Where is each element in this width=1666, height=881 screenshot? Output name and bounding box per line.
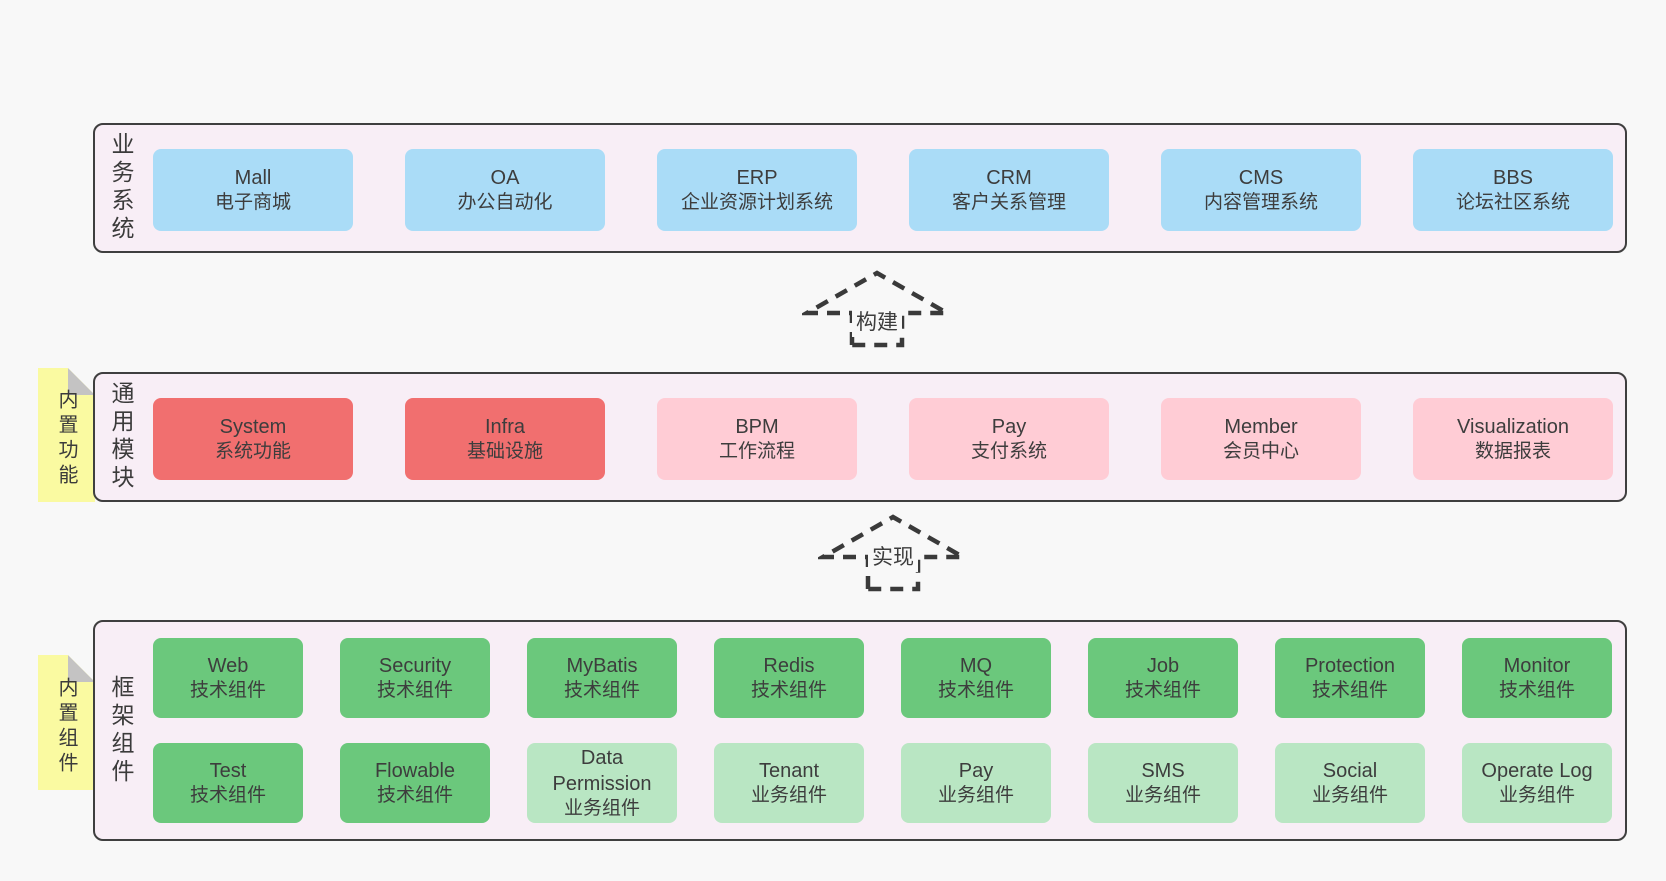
box-subtitle: 技术组件 (376, 784, 453, 806)
module-box-member: Member 会员中心 (1161, 398, 1361, 480)
box-subtitle: 会员中心 (1222, 440, 1299, 462)
box-title: Visualization (1457, 415, 1569, 438)
box-title: Protection (1304, 654, 1396, 677)
sticky-note-label: 内置功能 (55, 389, 77, 490)
module-box-pay: Pay 支付系统 (909, 398, 1109, 480)
box-title: Redis (763, 654, 815, 677)
system-box-erp: ERP 企业资源计划系统 (657, 149, 857, 231)
implement-arrow-icon (818, 514, 968, 592)
box-subtitle: 支付系统 (970, 440, 1047, 462)
box-subtitle: 内容管理系统 (1203, 191, 1318, 213)
box-subtitle: 技术组件 (1311, 679, 1388, 701)
box-title: Job (1146, 654, 1180, 677)
box-subtitle: 系统功能 (214, 440, 291, 462)
box-title: Operate Log (1481, 759, 1593, 782)
panel-label-business-systems: 业务系统 (108, 132, 134, 244)
component-box-social: Social 业务组件 (1275, 743, 1425, 823)
box-title: Pay (991, 415, 1027, 438)
component-box-test: Test 技术组件 (153, 743, 303, 823)
box-subtitle: 论坛社区系统 (1455, 191, 1570, 213)
component-box-flowable: Flowable 技术组件 (340, 743, 490, 823)
box-subtitle: 业务组件 (1311, 784, 1388, 806)
box-title: BPM (735, 415, 779, 438)
sticky-note-builtin-features: 内置功能 (38, 368, 95, 502)
box-subtitle: 业务组件 (563, 797, 640, 819)
box-subtitle: 数据报表 (1474, 440, 1551, 462)
box-subtitle: 技术组件 (189, 679, 266, 701)
system-box-bbs: BBS 论坛社区系统 (1413, 149, 1613, 231)
box-title: Member (1224, 415, 1298, 438)
component-box-data-permission: Data Permission 业务组件 (527, 743, 677, 823)
box-title: ERP (736, 166, 778, 189)
component-box-tenant: Tenant 业务组件 (714, 743, 864, 823)
box-title: Data Permission (552, 746, 652, 795)
panel-label-common-modules: 通用模块 (108, 381, 134, 493)
box-title: Infra (484, 415, 526, 438)
component-box-monitor: Monitor 技术组件 (1462, 638, 1612, 718)
module-box-bpm: BPM 工作流程 (657, 398, 857, 480)
box-title: System (219, 415, 287, 438)
box-title: OA (490, 166, 520, 189)
box-subtitle: 办公自动化 (457, 191, 553, 213)
box-subtitle: 电子商城 (214, 191, 291, 213)
component-box-job: Job 技术组件 (1088, 638, 1238, 718)
component-box-mybatis: MyBatis 技术组件 (527, 638, 677, 718)
box-title: MQ (959, 654, 993, 677)
box-title: MyBatis (566, 654, 638, 677)
component-box-operate-log: Operate Log 业务组件 (1462, 743, 1612, 823)
panel-common-modules: 通用模块 (93, 372, 1627, 502)
box-subtitle: 业务组件 (937, 784, 1014, 806)
sticky-note-label: 内置组件 (55, 676, 77, 777)
box-title: Mall (234, 166, 272, 189)
build-arrow-icon (802, 270, 952, 348)
sticky-note-builtin-components: 内置组件 (38, 655, 95, 790)
component-box-web: Web 技术组件 (153, 638, 303, 718)
box-subtitle: 技术组件 (1498, 679, 1575, 701)
box-title: Tenant (758, 759, 820, 782)
component-box-redis: Redis 技术组件 (714, 638, 864, 718)
component-box-mq: MQ 技术组件 (901, 638, 1051, 718)
system-box-cms: CMS 内容管理系统 (1161, 149, 1361, 231)
implement-arrow-label: 实现 (868, 540, 918, 572)
box-title: CRM (986, 166, 1032, 189)
module-box-system: System 系统功能 (153, 398, 353, 480)
box-subtitle: 工作流程 (718, 440, 795, 462)
module-box-visualization: Visualization 数据报表 (1413, 398, 1613, 480)
box-title: CMS (1238, 166, 1284, 189)
box-title: Monitor (1503, 654, 1571, 677)
box-subtitle: 技术组件 (376, 679, 453, 701)
box-subtitle: 技术组件 (1124, 679, 1201, 701)
box-subtitle: 业务组件 (1498, 784, 1575, 806)
box-subtitle: 业务组件 (1124, 784, 1201, 806)
box-title: Pay (958, 759, 994, 782)
panel-label-framework-components: 框架组件 (108, 674, 134, 787)
component-box-pay: Pay 业务组件 (901, 743, 1051, 823)
component-box-sms: SMS 业务组件 (1088, 743, 1238, 823)
box-subtitle: 技术组件 (750, 679, 827, 701)
box-subtitle: 技术组件 (563, 679, 640, 701)
box-subtitle: 技术组件 (189, 784, 266, 806)
box-title: Web (207, 654, 249, 677)
box-subtitle: 技术组件 (937, 679, 1014, 701)
box-title: Social (1322, 759, 1378, 782)
box-title: SMS (1141, 759, 1185, 782)
box-subtitle: 业务组件 (750, 784, 827, 806)
system-box-crm: CRM 客户关系管理 (909, 149, 1109, 231)
box-subtitle: 基础设施 (466, 440, 543, 462)
box-title: Test (209, 759, 247, 782)
box-subtitle: 企业资源计划系统 (680, 191, 833, 213)
system-box-oa: OA 办公自动化 (405, 149, 605, 231)
box-title: BBS (1492, 166, 1534, 189)
box-subtitle: 客户关系管理 (951, 191, 1066, 213)
build-arrow-label: 构建 (852, 305, 902, 337)
system-box-mall: Mall 电子商城 (153, 149, 353, 231)
box-title: Security (378, 654, 452, 677)
box-title: Flowable (374, 759, 456, 782)
component-box-protection: Protection 技术组件 (1275, 638, 1425, 718)
component-box-security: Security 技术组件 (340, 638, 490, 718)
module-box-infra: Infra 基础设施 (405, 398, 605, 480)
